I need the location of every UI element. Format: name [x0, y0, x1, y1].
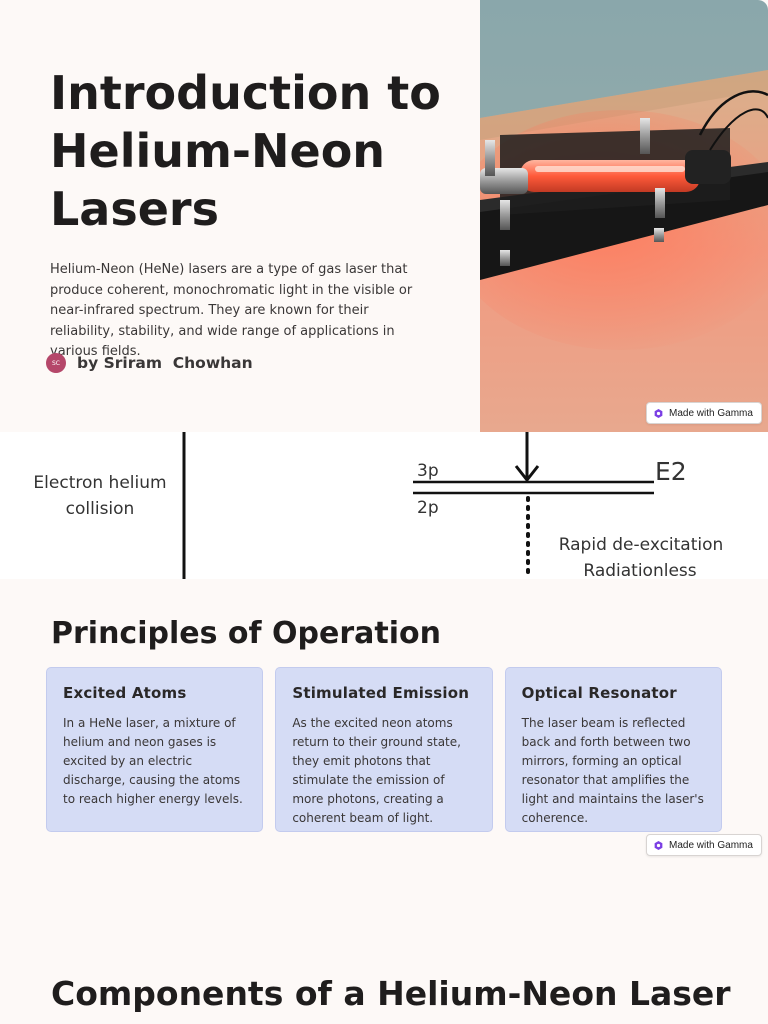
- arrow-head-icon: [514, 465, 540, 483]
- card-stimulated-emission: Stimulated Emission As the excited neon …: [275, 667, 493, 832]
- title-slide: Introduction to Helium-Neon Lasers Heliu…: [0, 0, 768, 432]
- hene-laser-photo: [480, 0, 768, 432]
- deexcitation-label-line1: Rapid de-excitation: [559, 535, 724, 555]
- card-text: In a HeNe laser, a mixture of helium and…: [63, 716, 243, 806]
- gamma-logo-icon: [654, 840, 663, 850]
- author-byline: SC by Sriram Chowhan: [46, 353, 253, 373]
- card-excited-atoms: Excited Atoms In a HeNe laser, a mixture…: [46, 667, 264, 832]
- author-name: by Sriram Chowhan: [77, 354, 253, 372]
- principles-cards: Excited Atoms In a HeNe laser, a mixture…: [46, 667, 722, 832]
- collision-label-line1: Electron helium: [33, 473, 166, 493]
- collision-label-line2: collision: [66, 499, 135, 519]
- slide-title: Introduction to Helium-Neon Lasers: [50, 66, 441, 236]
- card-title: Optical Resonator: [521, 684, 677, 702]
- energy-e2-label: E2: [655, 457, 687, 486]
- energy-diagram-svg: Electron helium collision 3p 2p E2 Rapid…: [33, 432, 724, 579]
- gamma-badge-label: Made with Gamma: [669, 839, 753, 851]
- energy-level-diagram: Electron helium collision 3p 2p E2 Rapid…: [0, 432, 768, 579]
- level-3p-label: 3p: [417, 461, 439, 481]
- intro-paragraph: Helium-Neon (HeNe) lasers are a type of …: [50, 262, 413, 359]
- made-with-gamma-badge[interactable]: Made with Gamma: [646, 402, 762, 424]
- card-title: Stimulated Emission: [292, 684, 470, 702]
- avatar: SC: [46, 353, 66, 373]
- made-with-gamma-badge[interactable]: Made with Gamma: [646, 834, 762, 856]
- gamma-badge-label: Made with Gamma: [669, 407, 753, 419]
- laser-photo-illustration: [480, 0, 768, 432]
- card-title: Excited Atoms: [63, 684, 187, 702]
- card-optical-resonator: Optical Resonator The laser beam is refl…: [504, 667, 722, 832]
- level-2p-label: 2p: [417, 498, 439, 518]
- principles-title: Principles of Operation: [51, 616, 441, 651]
- card-text: As the excited neon atoms return to thei…: [292, 716, 461, 825]
- gamma-logo-icon: [654, 408, 663, 418]
- components-title: Components of a Helium-Neon Laser: [51, 974, 731, 1013]
- card-text: The laser beam is reflected back and for…: [521, 716, 704, 825]
- deexcitation-label-line2: Radiationless: [583, 561, 696, 579]
